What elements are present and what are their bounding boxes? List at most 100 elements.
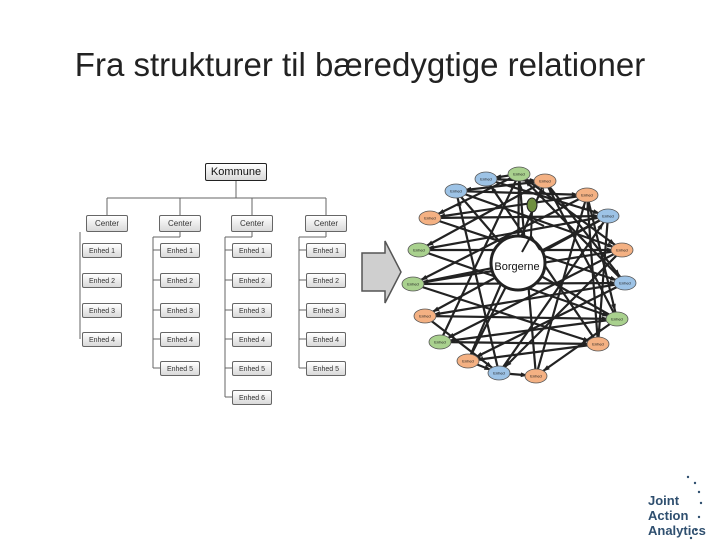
org-unit-box: Enhed 6: [232, 390, 272, 405]
network-node: Enhed: [524, 368, 548, 384]
org-unit-box: Enhed 5: [306, 361, 346, 376]
network-node-label: Enhed: [450, 189, 462, 194]
network-node: Enhed: [605, 311, 629, 327]
org-unit-box: Enhed 1: [160, 243, 200, 258]
network-node-shape: [456, 353, 480, 369]
org-unit-box: Enhed 1: [306, 243, 346, 258]
network-edge-arrowhead: [524, 179, 532, 187]
logo-line-analytics: Analytics: [648, 523, 706, 538]
network-edge-arrowhead: [437, 209, 445, 215]
network-edge-arrowhead: [611, 303, 616, 312]
network-edge-arrowhead: [571, 192, 580, 197]
network-node-label: Enhed: [434, 340, 446, 345]
network-edge: [439, 173, 520, 343]
network-edge-arrowhead: [432, 306, 440, 313]
network-edge: [424, 314, 618, 321]
network-edge: [429, 193, 588, 220]
network-node: Enhed: [428, 334, 452, 350]
network-node-label: Enhed: [592, 342, 604, 347]
network-node: Enhed: [407, 242, 431, 258]
org-unit-box: Enhed 4: [82, 332, 122, 347]
citizens-label: Borgerne: [494, 261, 539, 273]
org-unit-box: Enhed 1: [232, 243, 272, 258]
network-node-shape: [605, 311, 629, 327]
network-edge-arrowhead: [485, 361, 493, 369]
network-node: Enhed: [610, 242, 634, 258]
network-edge: [585, 194, 600, 345]
logo-line-joint: Joint: [648, 493, 680, 508]
network-node-label: Enhed: [493, 371, 505, 376]
network-edge: [534, 194, 589, 377]
network-node: Enhed: [613, 275, 637, 291]
network-node-shape: [474, 171, 498, 187]
network-edge: [412, 194, 588, 285]
network-edge-arrowhead: [490, 185, 497, 193]
network-node: Enhed: [401, 276, 425, 292]
network-edge-arrowhead: [608, 239, 616, 246]
org-unit-box: Enhed 5: [232, 361, 272, 376]
network-node: Enhed: [575, 187, 599, 203]
citizens-hub: Borgerne: [489, 186, 547, 292]
network-edge-arrowhead: [548, 188, 555, 196]
network-node-shape: [507, 166, 531, 182]
org-root-box: Kommune: [205, 163, 267, 181]
network-edge: [518, 173, 626, 284]
network-node-label: Enhed: [419, 314, 431, 319]
org-unit-box: Enhed 2: [82, 273, 122, 288]
network-node-label: Enhed: [581, 193, 593, 198]
network-edge-arrowhead: [520, 372, 529, 378]
org-connectors: [79, 181, 327, 398]
org-unit-box: Enhed 4: [160, 332, 200, 347]
network-node-shape: [401, 276, 425, 292]
network-edge: [412, 282, 599, 346]
network-node: Enhed: [533, 173, 557, 189]
person-figure-icon: [521, 186, 545, 253]
network-edge-arrowhead: [517, 181, 523, 190]
network-edge: [424, 315, 500, 374]
network-edge-arrowhead: [542, 365, 550, 372]
network-edge: [429, 173, 520, 219]
network-node-shape: [413, 308, 437, 324]
network-node-label: Enhed: [407, 282, 419, 287]
network-node-shape: [610, 242, 634, 258]
network-edge-arrowhead: [580, 202, 586, 211]
network-node-shape: [418, 210, 442, 226]
network-edge: [454, 190, 501, 374]
logo-line-action: Action: [648, 508, 689, 523]
network-node-shape: [586, 336, 610, 352]
org-unit-box: Enhed 2: [160, 273, 200, 288]
network-node: Enhed: [596, 208, 620, 224]
org-unit-box: Enhed 2: [232, 273, 272, 288]
org-center-box: Center: [231, 215, 273, 232]
network-node: Enhed: [507, 166, 531, 182]
network-node: Enhed: [474, 171, 498, 187]
network-edge-arrowhead: [504, 360, 512, 368]
network-node-shape: [428, 334, 452, 350]
network-node-label: Enhed: [611, 317, 623, 322]
network-node: Enhed: [413, 308, 437, 324]
network-node: Enhed: [444, 183, 468, 199]
network-node-label: Enhed: [480, 177, 492, 182]
network-node-label: Enhed: [462, 359, 474, 364]
network-node: Enhed: [418, 210, 442, 226]
network-edge-arrowhead: [510, 181, 516, 189]
network-node-label: Enhed: [619, 281, 631, 286]
org-unit-box: Enhed 3: [160, 303, 200, 318]
network-edge-arrowhead: [420, 274, 428, 281]
network-node-label: Enhed: [530, 374, 542, 379]
network-node-shape: [533, 173, 557, 189]
network-node-shape: [444, 183, 468, 199]
citizens-hub-circle: [489, 234, 547, 292]
network-node-shape: [407, 242, 431, 258]
network-edge: [424, 281, 626, 318]
network-node-label: Enhed: [602, 214, 614, 219]
joint-action-analytics-logo: Joint Action Analytics: [640, 474, 720, 540]
logo-dots-icon: [686, 475, 703, 540]
network-node-label: Enhed: [539, 179, 551, 184]
network-node-label: Enhed: [616, 248, 628, 253]
network-edge: [544, 180, 618, 320]
org-unit-box: Enhed 3: [82, 303, 122, 318]
